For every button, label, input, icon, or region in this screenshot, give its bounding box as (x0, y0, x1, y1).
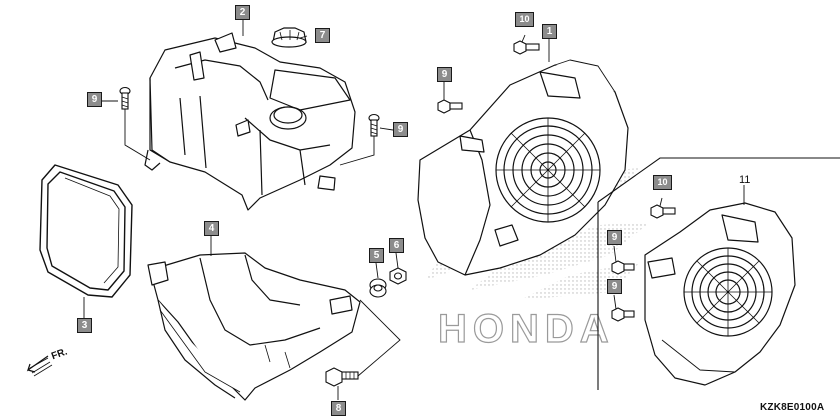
seal-ring (39, 164, 133, 298)
callout-part-9-inset-upper[interactable]: 9 (607, 230, 622, 245)
upper-shroud (144, 32, 356, 211)
callout-part-9-center[interactable]: 9 (437, 67, 452, 82)
label-part-11[interactable]: 11 (739, 174, 751, 186)
lower-shroud (147, 252, 361, 401)
grommet (271, 27, 307, 48)
callout-part-8[interactable]: 8 (331, 401, 346, 416)
callout-part-9-upper-left[interactable]: 9 (87, 92, 102, 107)
screw-center-9 (437, 99, 463, 114)
screw-upper-left (119, 86, 131, 110)
front-arrow (26, 355, 53, 377)
callout-part-1[interactable]: 1 (542, 24, 557, 39)
nut (389, 267, 407, 285)
screw-upper-right (368, 113, 380, 137)
bolt-inset-10 (650, 204, 676, 219)
fan-cover (417, 59, 629, 276)
screw-inset-9a (611, 260, 635, 275)
callout-part-5[interactable]: 5 (369, 248, 384, 263)
callout-part-9-upper-right[interactable]: 9 (393, 122, 408, 137)
callout-part-3[interactable]: 3 (77, 318, 92, 333)
inset-frame (597, 157, 840, 390)
screw-inset-9b (611, 307, 635, 322)
collar (369, 278, 387, 298)
flange-bolt (325, 367, 359, 387)
leader-lines (83, 20, 745, 400)
callout-part-4[interactable]: 4 (204, 221, 219, 236)
callout-part-10-center[interactable]: 10 (515, 12, 534, 27)
diagram-code: KZK8E0100A (760, 402, 825, 413)
callout-part-10-inset[interactable]: 10 (653, 175, 672, 190)
bolt-center-10 (513, 40, 540, 55)
callout-part-7[interactable]: 7 (315, 28, 330, 43)
callout-part-2[interactable]: 2 (235, 5, 250, 20)
callout-part-9-inset-lower[interactable]: 9 (607, 279, 622, 294)
callout-part-6[interactable]: 6 (389, 238, 404, 253)
fan-cover-inset (644, 202, 796, 386)
honda-watermark-text: HONDA (438, 307, 615, 351)
